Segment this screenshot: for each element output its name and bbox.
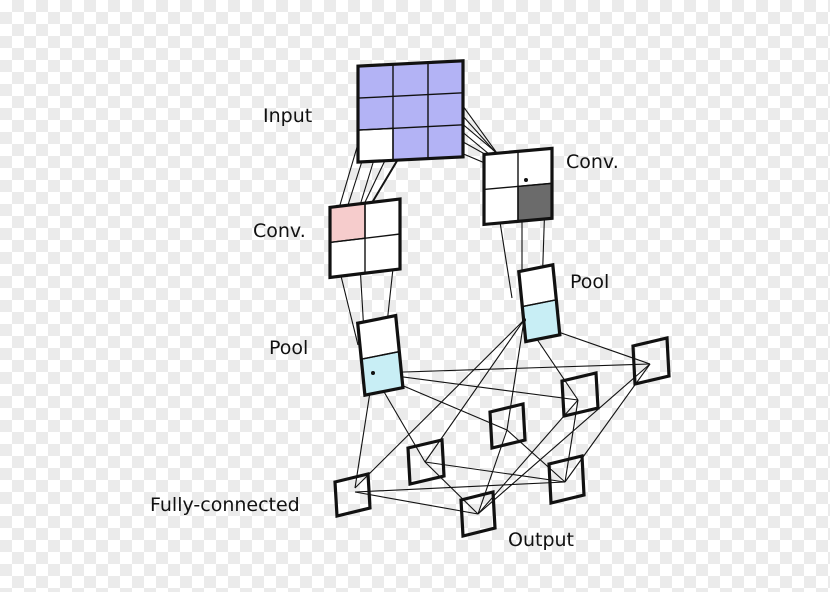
conv-right-grid <box>482 146 554 227</box>
conv-left-grid <box>328 197 402 280</box>
connection-points <box>371 178 528 375</box>
label-output: Output <box>508 529 574 551</box>
label-conv-right: Conv. <box>566 151 619 173</box>
label-pool-right: Pool <box>570 271 609 293</box>
input-grid <box>356 59 465 164</box>
output-neurons <box>459 453 586 539</box>
label-pool-left: Pool <box>269 337 308 359</box>
label-conv-left: Conv. <box>253 220 306 242</box>
pool-right <box>517 262 562 344</box>
fc-neurons <box>333 336 671 519</box>
pool-left <box>355 313 405 398</box>
label-fully-connected: Fully-connected <box>150 494 300 516</box>
label-input: Input <box>263 105 312 127</box>
